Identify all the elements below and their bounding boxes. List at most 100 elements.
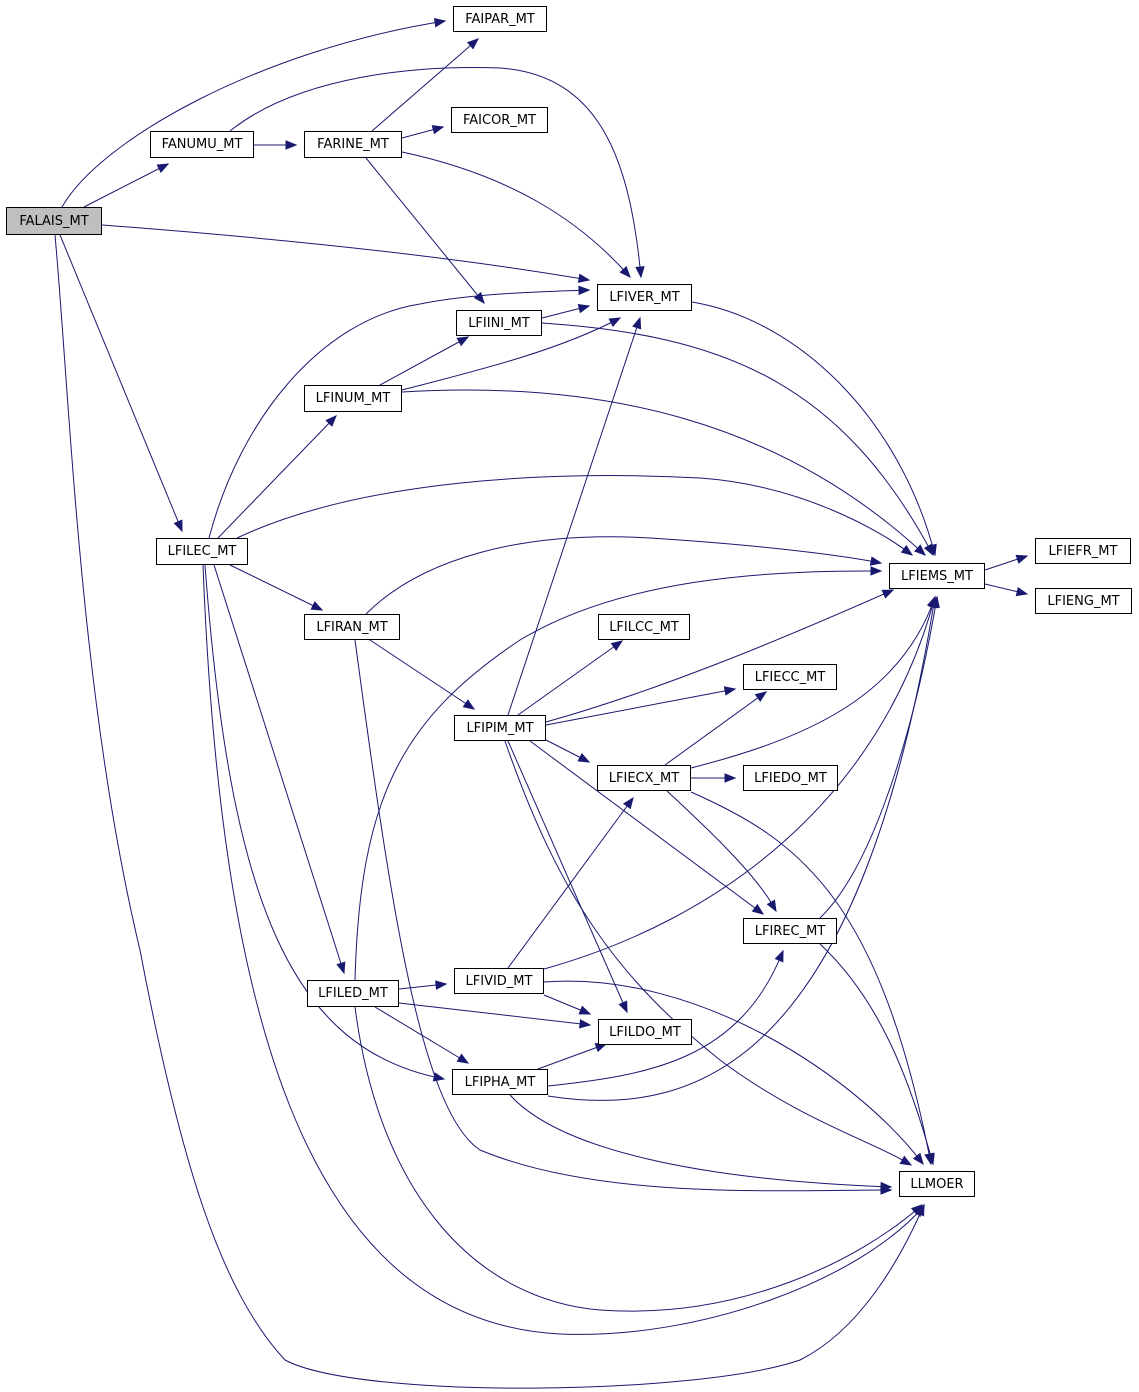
node-lfiran-mt[interactable]: LFIRAN_MT bbox=[304, 614, 400, 640]
node-lfilec-mt[interactable]: LFILEC_MT bbox=[156, 538, 248, 565]
edge-lfiled_mt-to-llmoer bbox=[354, 1006, 923, 1312]
edge-lfiled_mt-to-lfiems_mt bbox=[354, 570, 882, 981]
edge-falais_mt-to-llmoer bbox=[54, 234, 925, 1389]
node-lfivid-mt[interactable]: LFIVID_MT bbox=[454, 968, 544, 994]
edge-lfirec_mt-to-llmoer-arrowhead bbox=[925, 1152, 935, 1166]
edge-lfiled_mt-to-lfiems_mt-arrowhead bbox=[870, 566, 883, 576]
edge-lfinum_mt-to-lfiems_mt-arrowhead bbox=[914, 544, 926, 556]
edge-lfiran_mt-to-lfipim_mt-arrowhead bbox=[462, 699, 476, 710]
node-lfilcc-mt[interactable]: LFILCC_MT bbox=[598, 614, 690, 640]
node-lfiedo-mt[interactable]: LFIEDO_MT bbox=[743, 765, 838, 791]
edge-lfipha_mt-to-lfiems_mt-arrowhead bbox=[928, 595, 938, 609]
edge-lfipim_mt-to-lfildo_mt-arrowhead bbox=[618, 1000, 628, 1014]
edge-lfipim_mt-to-lfiver_mt bbox=[507, 317, 641, 716]
edge-lfipha_mt-to-lfildo_mt bbox=[537, 1043, 607, 1070]
edge-falais_mt-to-lfilec_mt bbox=[59, 234, 183, 532]
edge-falais_mt-to-lfiver_mt bbox=[101, 224, 590, 281]
edge-lfilec_mt-to-lfiran_mt-arrowhead bbox=[310, 601, 324, 611]
node-lfinum-mt[interactable]: LFINUM_MT bbox=[304, 385, 402, 412]
node-lfiecx-mt[interactable]: LFIECX_MT bbox=[597, 765, 691, 791]
node-lfiecc-mt[interactable]: LFIECC_MT bbox=[743, 664, 837, 690]
edge-lfilec_mt-to-lfipha_mt bbox=[204, 564, 445, 1080]
edge-farine_mt-to-faicor_mt-arrowhead bbox=[431, 125, 445, 135]
edge-lfipim_mt-to-lfirec_mt-arrowhead bbox=[751, 903, 765, 915]
node-lfipha-mt[interactable]: LFIPHA_MT bbox=[452, 1069, 548, 1095]
node-lfipim-mt[interactable]: LFIPIM_MT bbox=[454, 715, 546, 741]
edge-lfipim_mt-to-lfiems_mt-arrowhead bbox=[881, 589, 895, 599]
node-lfiefr-mt[interactable]: LFIEFR_MT bbox=[1035, 538, 1131, 564]
node-falais-mt[interactable]: FALAIS_MT bbox=[6, 207, 102, 235]
edge-lfiled_mt-to-llmoer-arrowhead bbox=[910, 1204, 924, 1216]
edge-lfinum_mt-to-lfiini_mt bbox=[379, 336, 469, 386]
edge-lfiecx_mt-to-lfirec_mt-arrowhead bbox=[766, 899, 777, 913]
edge-lfilec_mt-to-lfinum_mt-arrowhead bbox=[325, 415, 337, 427]
edge-lfiecx_mt-to-lfiecc_mt bbox=[664, 691, 767, 766]
edge-lfilec_mt-to-lfinum_mt bbox=[217, 415, 337, 539]
edge-lfiran_mt-to-llmoer bbox=[354, 639, 892, 1192]
edge-falais_mt-to-lfiver_mt-arrowhead bbox=[577, 273, 591, 283]
edge-lfiled_mt-to-lfivid_mt-arrowhead bbox=[435, 980, 448, 990]
edge-lfilec_mt-to-llmoer bbox=[202, 564, 925, 1335]
node-farine-mt[interactable]: FARINE_MT bbox=[304, 131, 402, 158]
edge-lfivid_mt-to-llmoer bbox=[543, 980, 924, 1165]
node-lfildo-mt[interactable]: LFILDO_MT bbox=[598, 1019, 692, 1045]
edge-farine_mt-to-faipar_mt bbox=[371, 38, 479, 132]
edge-lfirec_mt-to-llmoer bbox=[819, 943, 934, 1165]
edge-fanumu_mt-to-lfiver_mt bbox=[229, 67, 642, 278]
edge-lfiled_mt-to-lfipha_mt-arrowhead bbox=[456, 1053, 470, 1064]
edge-falais_mt-to-faipar_mt-arrowhead bbox=[433, 18, 447, 28]
edge-lfipha_mt-to-lfirec_mt-arrowhead bbox=[774, 949, 784, 963]
edge-lfipim_mt-to-llmoer bbox=[504, 740, 912, 1166]
edge-lfinum_mt-to-lfiver_mt bbox=[401, 317, 621, 391]
edge-lfipha_mt-to-lfirec_mt bbox=[547, 950, 784, 1087]
edge-farine_mt-to-lfiver_mt bbox=[401, 151, 631, 278]
edge-farine_mt-to-lfiini_mt-arrowhead bbox=[473, 291, 485, 305]
edge-lfiini_mt-to-lfiems_mt bbox=[541, 322, 934, 556]
edge-fanumu_mt-to-lfiver_mt-arrowhead bbox=[635, 266, 645, 279]
edge-lfiver_mt-to-lfiems_mt-arrowhead bbox=[927, 543, 937, 557]
edge-lfiems_mt-to-lfiefr_mt-arrowhead bbox=[1015, 554, 1029, 564]
node-lfiled-mt[interactable]: LFILED_MT bbox=[307, 980, 399, 1007]
node-fanumu-mt[interactable]: FANUMU_MT bbox=[150, 131, 254, 158]
edge-farine_mt-to-faipar_mt-arrowhead bbox=[466, 38, 480, 50]
edge-falais_mt-to-fanumu_mt-arrowhead bbox=[156, 163, 170, 174]
edge-lfipim_mt-to-lfilcc_mt bbox=[517, 640, 623, 716]
edge-lfipim_mt-to-lfiems_mt bbox=[545, 589, 894, 723]
node-llmoer[interactable]: LLMOER bbox=[899, 1171, 975, 1197]
node-lfiver-mt[interactable]: LFIVER_MT bbox=[597, 284, 692, 311]
edge-lfivid_mt-to-lfiecx_mt-arrowhead bbox=[622, 796, 634, 810]
node-faicor-mt[interactable]: FAICOR_MT bbox=[451, 107, 548, 133]
edge-lfipim_mt-to-lfildo_mt bbox=[507, 740, 628, 1013]
edge-lfilec_mt-to-lfiems_mt-arrowhead bbox=[900, 544, 914, 556]
edge-lfiled_mt-to-lfildo_mt bbox=[398, 1002, 591, 1026]
node-lfiini-mt[interactable]: LFIINI_MT bbox=[456, 310, 542, 336]
edge-falais_mt-to-faipar_mt bbox=[61, 20, 446, 208]
edge-lfiini_mt-to-lfiver_mt-arrowhead bbox=[577, 304, 591, 314]
edge-falais_mt-to-lfilec_mt-arrowhead bbox=[173, 519, 183, 533]
edge-lfipim_mt-to-lfirec_mt bbox=[529, 740, 764, 915]
edge-lfilec_mt-to-lfiems_mt bbox=[236, 475, 913, 556]
node-lfieng-mt[interactable]: LFIENG_MT bbox=[1035, 588, 1132, 614]
edge-lfipim_mt-to-lfiecc_mt bbox=[545, 688, 736, 726]
edge-falais_mt-to-fanumu_mt bbox=[83, 163, 169, 208]
edge-lfiecx_mt-to-lfiecc_mt-arrowhead bbox=[754, 691, 768, 702]
edge-lfilec_mt-to-lfiver_mt-arrowhead bbox=[578, 285, 591, 296]
node-faipar-mt[interactable]: FAIPAR_MT bbox=[453, 6, 547, 32]
edge-lfiecx_mt-to-lfiems_mt bbox=[690, 596, 936, 769]
edge-lfiran_mt-to-lfipim_mt bbox=[369, 639, 475, 710]
edge-lfinum_mt-to-lfiems_mt bbox=[401, 389, 926, 556]
edge-fanumu_mt-to-farine_mt-arrowhead bbox=[285, 140, 298, 150]
node-lfiems-mt[interactable]: LFIEMS_MT bbox=[889, 563, 985, 589]
edge-lfipim_mt-to-lfiecc_mt-arrowhead bbox=[723, 686, 737, 696]
edge-lfivid_mt-to-lfiecx_mt bbox=[507, 797, 634, 969]
edge-lfipim_mt-to-lfiecx_mt-arrowhead bbox=[577, 752, 591, 763]
edge-lfiecx_mt-to-lfiedo_mt-arrowhead bbox=[724, 773, 737, 783]
edge-lfilec_mt-to-lfiver_mt bbox=[208, 289, 590, 539]
edge-lfilec_mt-to-lfiran_mt bbox=[229, 564, 323, 611]
edge-lfiled_mt-to-lfildo_mt-arrowhead bbox=[579, 1019, 592, 1029]
edge-lfivid_mt-to-lfiems_mt bbox=[543, 596, 936, 970]
edge-lfirec_mt-to-lfiems_mt bbox=[819, 596, 938, 919]
edge-lfivid_mt-to-llmoer-arrowhead bbox=[912, 1152, 924, 1166]
node-lfirec-mt[interactable]: LFIREC_MT bbox=[743, 918, 837, 944]
